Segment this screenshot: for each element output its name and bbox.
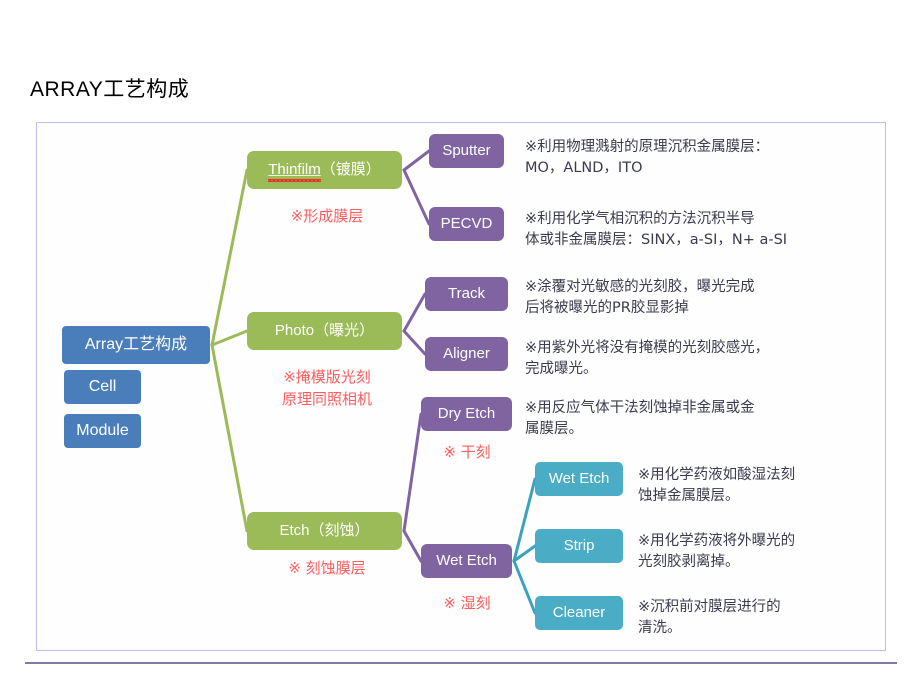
- page-title: ARRAY工艺构成: [30, 78, 190, 101]
- node-pecvd[interactable]: PECVD: [429, 207, 504, 241]
- node-sputter[interactable]: Sputter: [429, 134, 504, 168]
- note-wet-etch: ※ 湿刻: [443, 594, 491, 612]
- note-thinfilm: ※形成膜层: [290, 207, 364, 225]
- node-module[interactable]: Module: [64, 414, 141, 448]
- footer-rule: [25, 662, 897, 664]
- node-strip[interactable]: Strip: [535, 529, 623, 563]
- node-track-label: Track: [448, 285, 485, 303]
- node-strip-label: Strip: [563, 537, 595, 555]
- node-aligner-label: Aligner: [443, 345, 490, 363]
- description-pecvd: ※利用化学气相沉积的方法沉积半导 体或非金属膜层：SINX，a-SI，N+ a-…: [525, 211, 788, 249]
- node-thinfilm-label-suffix: （镀膜）: [320, 161, 381, 179]
- description-cleaner: ※沉积前对膜层进行的 清洗。: [638, 599, 781, 637]
- note-photo: ※掩模版光刻 原理同照相机: [281, 368, 372, 408]
- node-photo[interactable]: Photo（曝光）: [247, 312, 402, 350]
- note-dry-etch: ※ 干刻: [443, 443, 491, 461]
- node-cleaner-label: Cleaner: [552, 604, 606, 622]
- node-etch-label: Etch（刻蚀）: [279, 522, 370, 540]
- node-cell[interactable]: Cell: [64, 370, 141, 404]
- node-photo-label: Photo（曝光）: [274, 322, 375, 340]
- node-etch[interactable]: Etch（刻蚀）: [247, 512, 402, 550]
- node-track[interactable]: Track: [425, 277, 508, 311]
- node-aligner[interactable]: Aligner: [425, 337, 508, 371]
- node-wet-etch-branch[interactable]: Wet Etch: [421, 544, 512, 578]
- node-array-process[interactable]: Array工艺构成: [62, 326, 210, 364]
- node-thinfilm[interactable]: Thinfilm（镀膜）: [247, 151, 402, 189]
- node-array-process-label: Array工艺构成: [84, 335, 188, 353]
- node-module-label: Module: [76, 421, 129, 439]
- node-wet-etch-branch-label: Wet Etch: [436, 552, 497, 570]
- description-strip: ※用化学药液将外曝光的 光刻胶剥离掉。: [638, 533, 796, 571]
- description-aligner: ※用紫外光将没有掩模的光刻胶感光， 完成曝光。: [525, 340, 770, 378]
- description-wet-etch: ※用化学药液如酸湿法刻 蚀掉金属膜层。: [638, 467, 796, 505]
- node-cell-label: Cell: [88, 377, 117, 395]
- node-pecvd-label: PECVD: [440, 215, 493, 233]
- node-wet-etch-leaf-label: Wet Etch: [548, 470, 610, 488]
- node-thinfilm-label-misspelled: Thinfilm: [268, 161, 321, 182]
- note-etch: ※ 刻蚀膜层: [288, 559, 366, 577]
- description-sputter: ※利用物理溅射的原理沉积金属膜层： MO，ALND，ITO: [525, 139, 770, 177]
- node-wet-etch-leaf[interactable]: Wet Etch: [535, 462, 623, 496]
- description-track: ※涂覆对光敏感的光刻胶，曝光完成 后将被曝光的PR胶显影掉: [525, 279, 755, 317]
- node-dry-etch-label: Dry Etch: [437, 405, 496, 423]
- node-sputter-label: Sputter: [442, 142, 491, 160]
- node-cleaner[interactable]: Cleaner: [535, 596, 623, 630]
- description-dry-etch: ※用反应气体干法刻蚀掉非金属或金 属膜层。: [525, 400, 755, 438]
- node-dry-etch[interactable]: Dry Etch: [421, 397, 512, 431]
